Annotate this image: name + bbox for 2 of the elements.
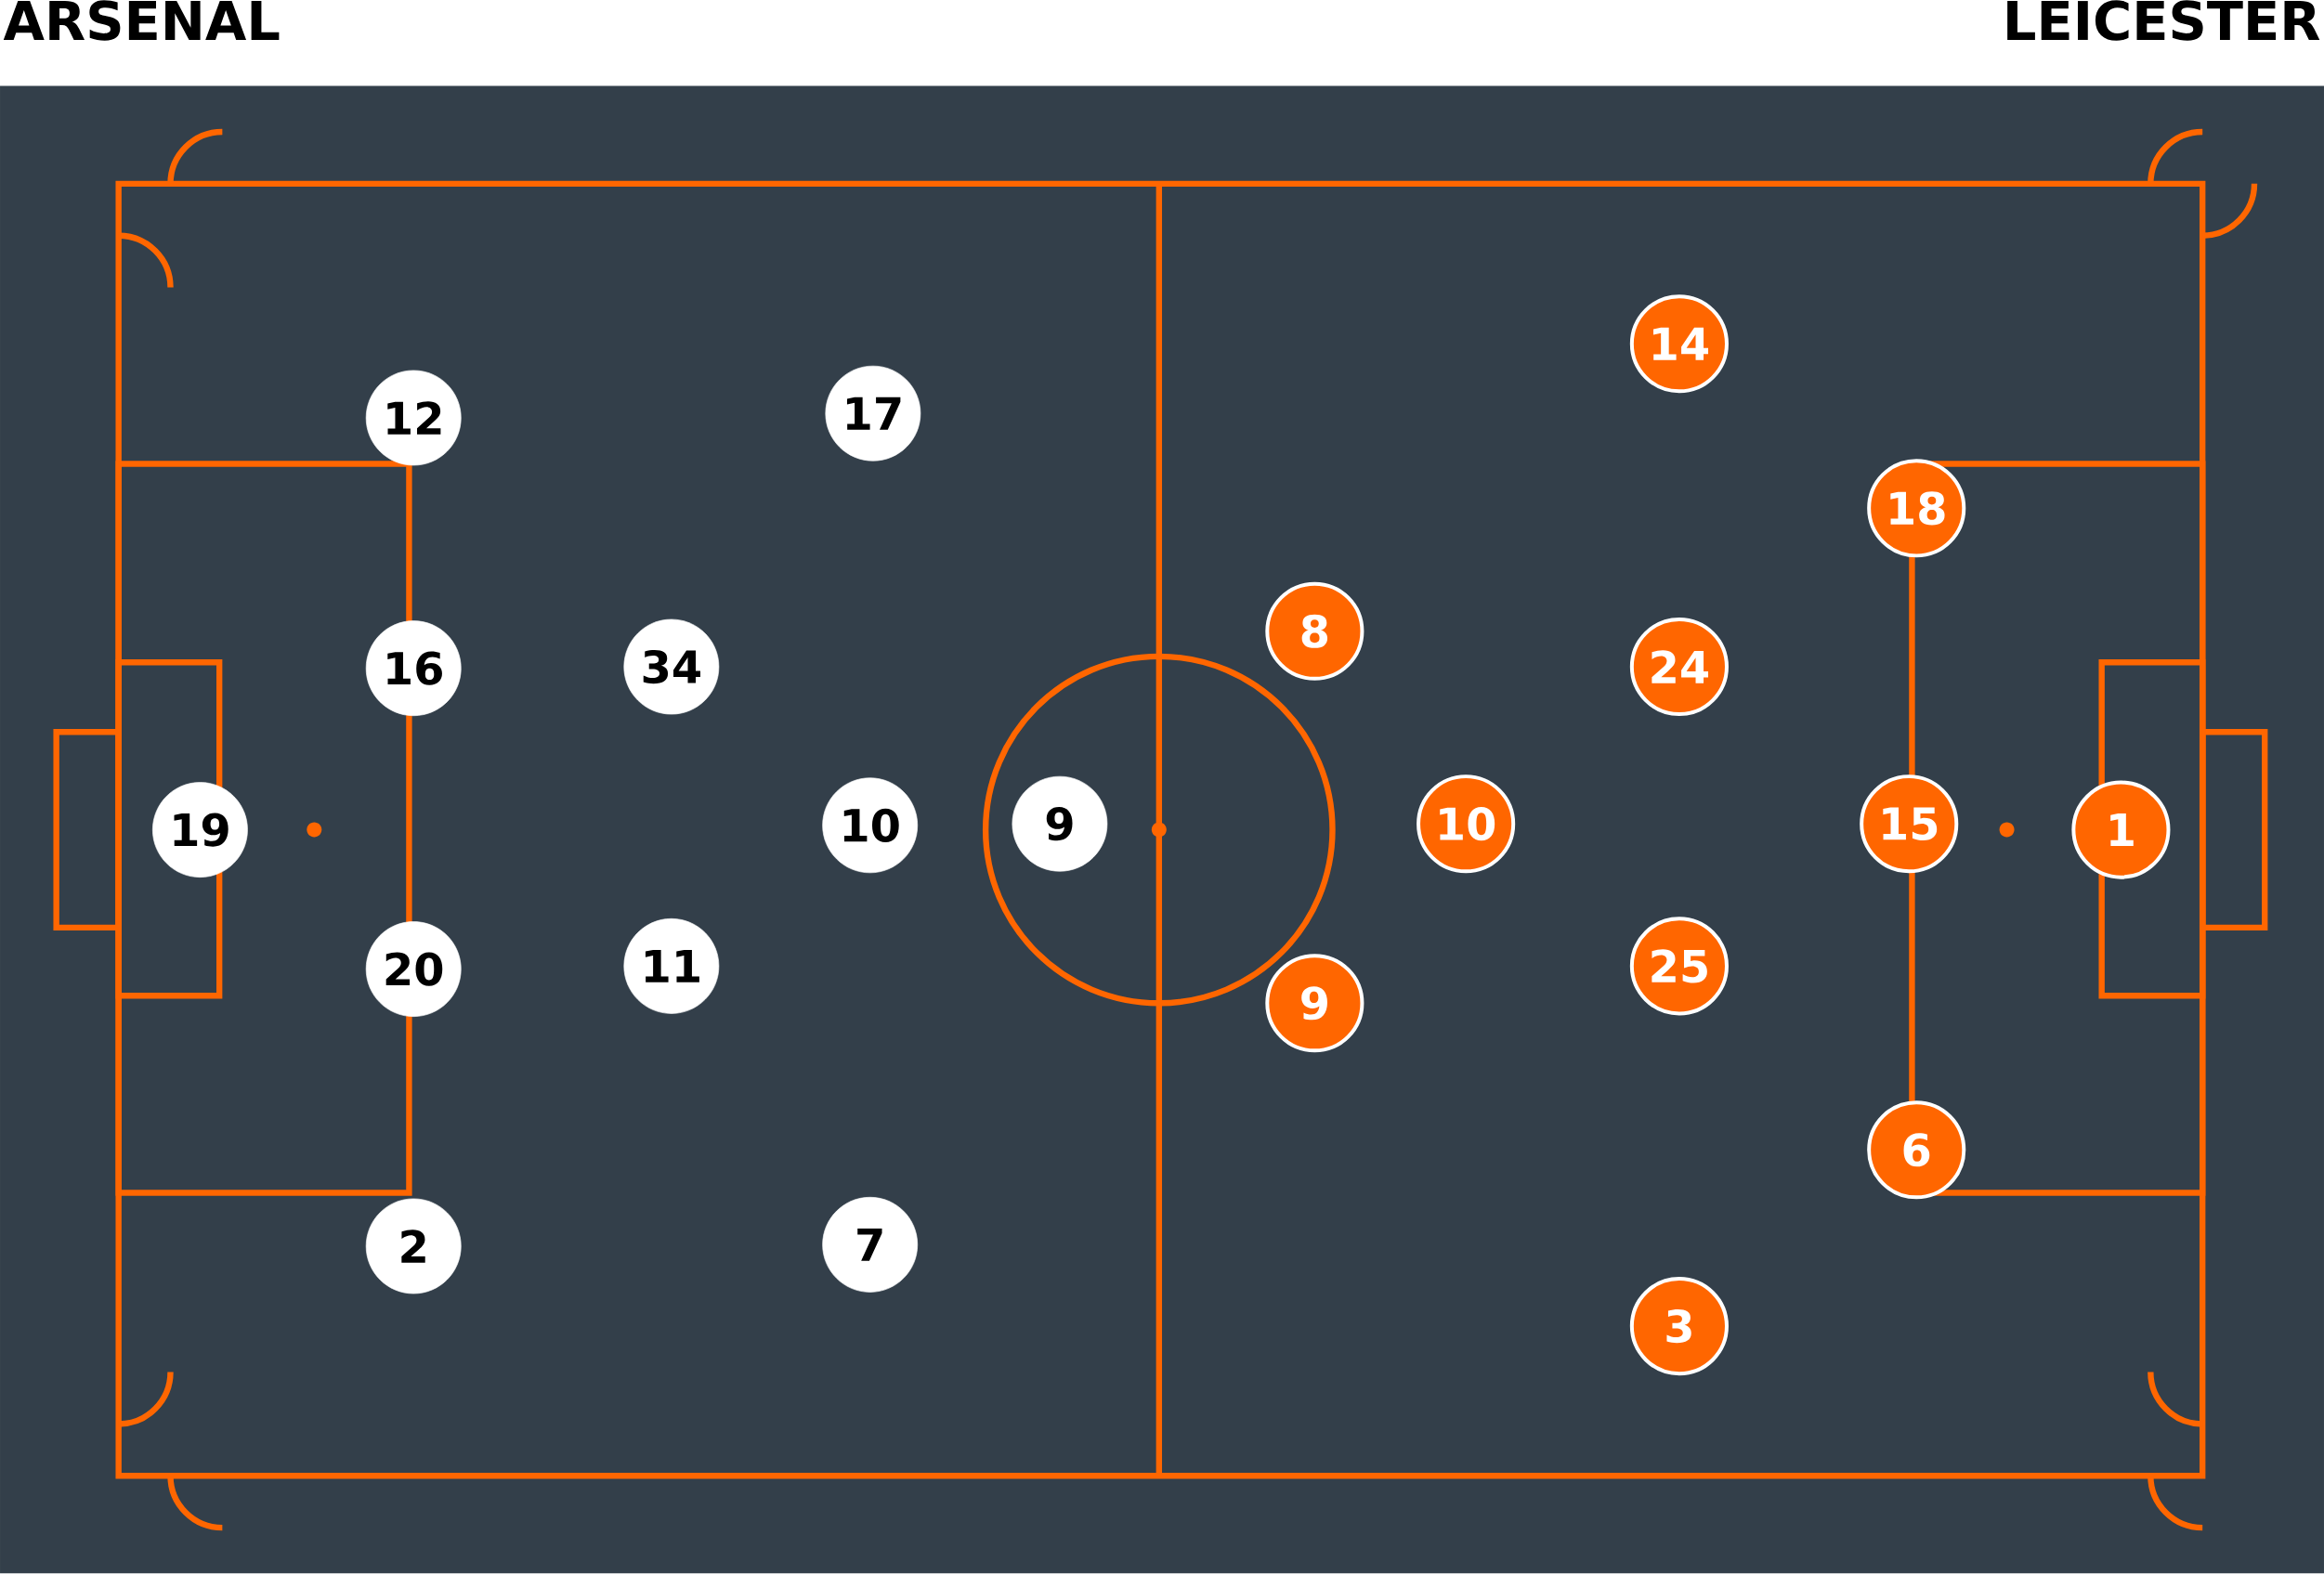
- team-name: ARSENAL: [3, 0, 280, 41]
- team-name: LEICESTER: [2007, 0, 2320, 41]
